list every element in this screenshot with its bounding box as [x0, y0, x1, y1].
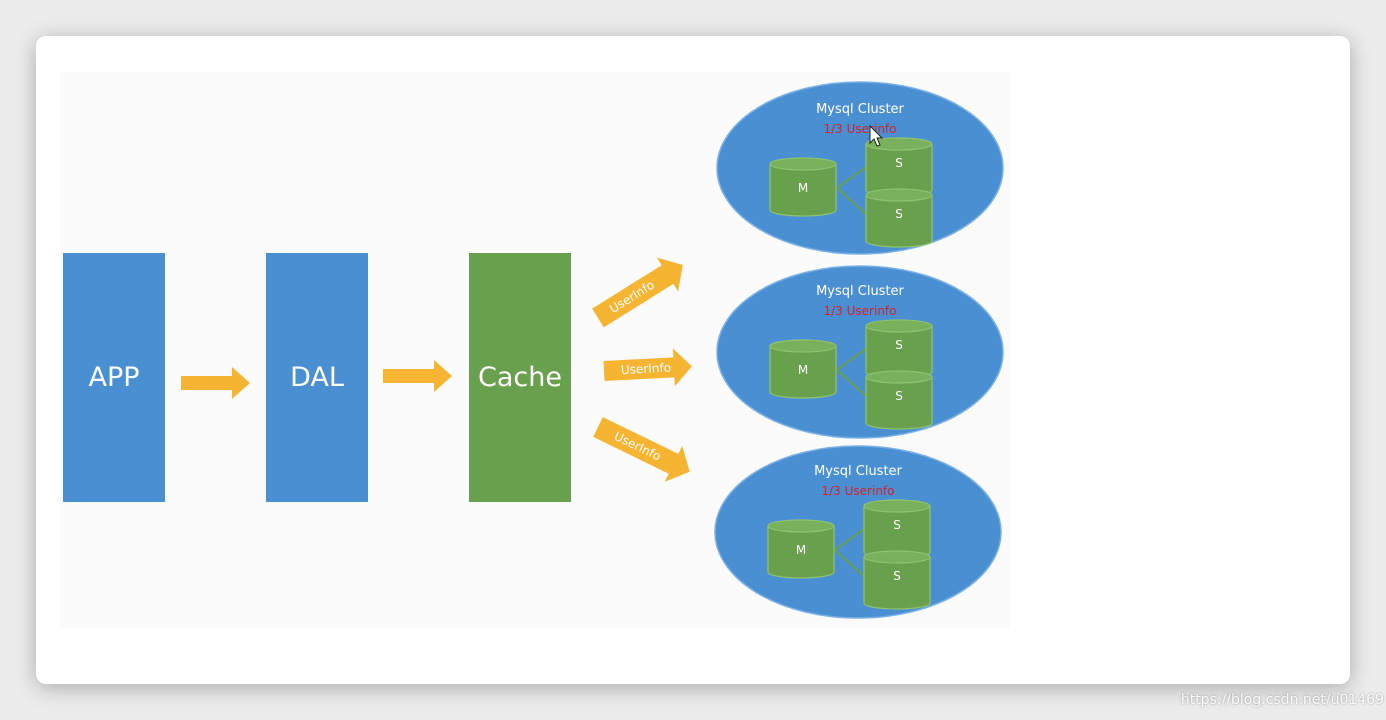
arrow-app-to-dal [181, 367, 250, 399]
cluster-2-master-db: M [798, 363, 808, 377]
cache-block-label: Cache [478, 362, 562, 393]
arrow-dal-to-cache [383, 360, 452, 392]
cache-block: Cache [469, 253, 571, 502]
cluster-3-title: Mysql Cluster [814, 464, 902, 479]
mysql-cluster-1: Mysql Cluster 1/3 Userinfo M S S [716, 81, 1004, 255]
cluster-3-slave-db-1: S [893, 518, 901, 532]
cluster-2-title: Mysql Cluster [816, 284, 904, 299]
cluster-1-slave-db-1: S [895, 156, 903, 170]
userinfo-arrow-middle: UserInfo [603, 348, 692, 387]
cluster-1-title: Mysql Cluster [816, 102, 904, 117]
userinfo-arrow-bottom: UserInfo [593, 417, 690, 482]
cluster-3-master-db: M [796, 543, 806, 557]
cluster-2-slave-db-1: S [895, 338, 903, 352]
app-block: APP [63, 253, 165, 502]
app-block-label: APP [88, 362, 140, 393]
mysql-cluster-3: Mysql Cluster 1/3 Userinfo M S S [714, 445, 1002, 619]
mouse-cursor-icon [869, 124, 884, 147]
dal-block: DAL [266, 253, 368, 502]
cluster-1-slave-db-2: S [895, 207, 903, 221]
userinfo-arrow-top: UserInfo [592, 257, 683, 328]
cluster-1-master-db: M [798, 181, 808, 195]
cluster-1-subtitle: 1/3 Userinfo [824, 122, 897, 136]
cluster-3-slave-db-2: S [893, 569, 901, 583]
dal-block-label: DAL [290, 362, 344, 393]
cluster-3-subtitle: 1/3 Userinfo [822, 484, 895, 498]
mysql-cluster-2: Mysql Cluster 1/3 Userinfo M S S [716, 265, 1004, 439]
userinfo-arrow-middle-label: UserInfo [621, 361, 672, 378]
watermark-url: https://blog.csdn.net/u01469 [1180, 692, 1384, 708]
cluster-2-subtitle: 1/3 Userinfo [824, 304, 897, 318]
cluster-2-slave-db-2: S [895, 389, 903, 403]
